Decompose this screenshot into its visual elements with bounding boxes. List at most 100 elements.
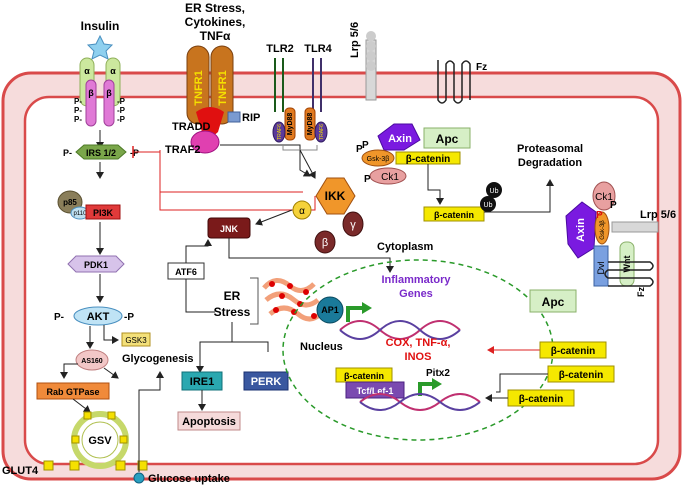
pitx2-label: Pitx2 <box>426 368 450 379</box>
insulin-receptor: Insulin α α β β P- P- P- -P -P -P <box>74 19 126 127</box>
akt-p-right: -P <box>124 312 134 323</box>
dvl-label: Dvl <box>596 262 606 275</box>
gsk3-label: GSK3 <box>125 336 147 345</box>
tradd-label: TRADD <box>172 121 211 133</box>
ikk-label: IKK <box>325 189 346 203</box>
degradation-label: Degradation <box>518 157 582 169</box>
apc-right-node <box>529 289 577 313</box>
fz-receptor-top <box>437 60 471 104</box>
gsv-vesicle: GSV <box>71 411 129 469</box>
insulin-label: Insulin <box>81 19 120 33</box>
wnt-label: Wnt <box>622 256 632 273</box>
tlr4-label: TLR4 <box>304 43 332 55</box>
nuclear-b-catenin-label: β-catenin <box>344 371 384 381</box>
traf6-right-label: TRAF6 <box>319 124 325 140</box>
er-organelle-icon <box>262 278 322 322</box>
glut4-transporters <box>43 460 148 471</box>
tcf-lef-node <box>345 381 405 399</box>
phospho-r3: -P <box>117 115 126 124</box>
irs-p-right: -P <box>130 148 139 158</box>
gsk3b-right-label: Gsk-3β <box>600 220 606 240</box>
p-2: P <box>362 140 369 151</box>
lrp-right-label: Lrp 5/6 <box>640 209 676 221</box>
ap1-label: AP1 <box>321 305 339 315</box>
complex-b-catenin-label: β-catenin <box>406 154 450 165</box>
tnfr1-left-label: TNFR1 <box>193 70 205 105</box>
axin-label: Axin <box>388 133 412 145</box>
ck1-right-label: Ck1 <box>595 192 613 203</box>
dna-upper <box>339 320 461 340</box>
wnt-receptor-complex: Ck1 Axin Gsk-3β Dvl P P Wnt <box>565 181 659 287</box>
p-right-2: P <box>610 200 617 211</box>
myd88-right-label: MyD88 <box>307 113 314 136</box>
ap1-node <box>316 296 344 324</box>
ub-1: Ub <box>484 202 493 209</box>
p-right-1: P <box>596 210 603 221</box>
akt-label: AKT <box>87 311 110 323</box>
ub-b-catenin <box>423 206 485 222</box>
tnfr1-right-label: TNFR1 <box>217 70 229 105</box>
tnfa-label: TNFα <box>200 29 231 43</box>
jnk-label: JNK <box>220 224 239 234</box>
dna-lower <box>359 393 481 411</box>
perk-label: PERK <box>251 376 282 388</box>
lrp-top-label: Lrp 5/6 <box>349 22 361 58</box>
inflammatory-label: Inflammatory <box>381 274 451 286</box>
traf6-left-label: TRAF6 <box>277 124 283 140</box>
phospho-r1: -P <box>117 97 126 106</box>
inos-label: INOS <box>405 351 432 363</box>
insulin-star-icon <box>86 34 114 60</box>
tlr-receptors: MyD88 MyD88 TRAF6 TRAF6 <box>272 58 328 151</box>
lrp-receptor-top <box>365 31 377 101</box>
akt-p-left: P- <box>54 312 64 323</box>
p110-label: p110 <box>74 211 88 217</box>
alpha-sub-left: α <box>84 66 90 76</box>
gsk3b-label: Gsk-3β <box>367 156 390 163</box>
b-catenin-free-3-label: β-catenin <box>519 394 563 405</box>
proteasomal-label: Proteasomal <box>517 143 583 155</box>
ire1-label: IRE1 <box>190 376 214 388</box>
apoptosis-label: Apoptosis <box>182 416 236 428</box>
glucose-uptake-label: Glucose uptake <box>148 473 230 485</box>
rip-label: RIP <box>242 112 260 124</box>
destruction-complex: Axin Apc Gsk-3β β-catenin Ck1 P P P <box>356 123 471 185</box>
stress-label: Stress <box>214 305 251 319</box>
pdk1-node: PDK1 <box>67 255 125 273</box>
b-catenin-free-1-label: β-catenin <box>551 346 595 357</box>
ikk-alpha-label: α <box>299 206 305 217</box>
ub-b-catenin-label: β-catenin <box>434 210 474 220</box>
glucose-icon <box>133 472 145 484</box>
akt-node: AKT P- -P <box>54 306 134 326</box>
tcf-label: Tcf/Lef-1 <box>357 386 394 396</box>
apc-label: Apc <box>436 132 459 146</box>
tnfr1-receptor: TNFR1 TNFR1 RIP TRADD TRAF2 <box>165 45 260 156</box>
phospho-l2: P- <box>74 106 82 115</box>
gsv-label: GSV <box>88 435 112 447</box>
apoptosis-node <box>177 411 241 431</box>
perk-node <box>243 371 289 391</box>
phospho-l3: P- <box>74 115 82 124</box>
ikk-beta-label: β <box>322 237 328 249</box>
b-catenin-free-2-label: β-catenin <box>559 370 603 381</box>
atf6-label: ATF6 <box>175 267 197 277</box>
glut4-label: GLUT4 <box>2 465 39 477</box>
ikk-gamma-label: γ <box>350 219 356 231</box>
glycogenesis-label: Glycogenesis <box>122 353 194 365</box>
cox-label: COX, TNF-α, <box>386 337 451 349</box>
irs-node: IRS 1/2 P- -P <box>63 144 139 160</box>
genes-label: Genes <box>399 288 433 300</box>
ck1-label: Ck1 <box>381 172 399 183</box>
beta-sub-left: β <box>88 88 94 98</box>
ub-2: Ub <box>490 188 499 195</box>
as160-node <box>75 349 109 371</box>
phospho-r2: -P <box>117 106 126 115</box>
gsk3-node <box>121 332 151 347</box>
traf2-label: TRAF2 <box>165 144 200 156</box>
fz-top-label: Fz <box>476 62 487 73</box>
irs-p-left: P- <box>63 148 72 158</box>
pi3k-label: PI3K <box>93 208 114 218</box>
p-1: P <box>356 144 363 155</box>
axin-right-label: Axin <box>575 218 587 242</box>
